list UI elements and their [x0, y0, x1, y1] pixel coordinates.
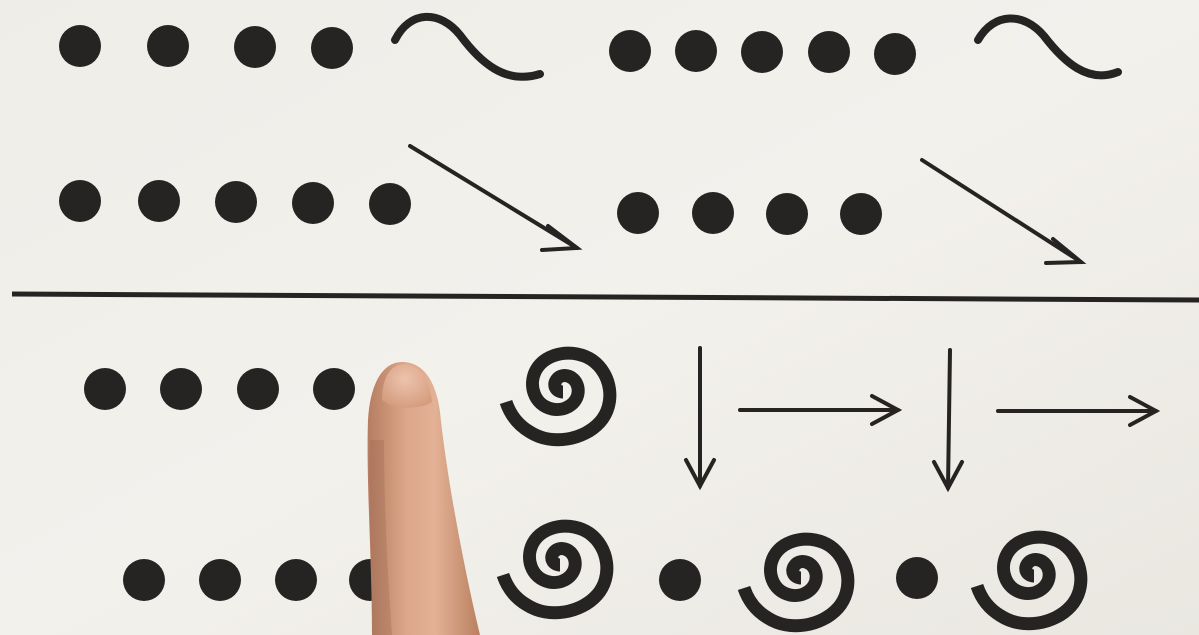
dot — [313, 368, 355, 410]
dot — [147, 25, 189, 67]
dot — [896, 557, 938, 599]
dot — [160, 368, 202, 410]
dot — [766, 193, 808, 235]
dot — [215, 181, 257, 223]
dot — [199, 559, 241, 601]
dot — [741, 31, 783, 73]
dot — [609, 30, 651, 72]
dot — [311, 27, 353, 69]
dot — [659, 559, 701, 601]
dot — [138, 180, 180, 222]
dot — [808, 31, 850, 73]
dot — [234, 26, 276, 68]
dot — [675, 30, 717, 72]
dot — [840, 193, 882, 235]
dot — [617, 192, 659, 234]
dot — [292, 182, 334, 224]
dot — [275, 559, 317, 601]
dot — [369, 183, 411, 225]
dot — [874, 33, 916, 75]
dot — [692, 192, 734, 234]
dot — [123, 559, 165, 601]
dot — [237, 368, 279, 410]
dot — [84, 368, 126, 410]
dot — [59, 25, 101, 67]
dot — [59, 180, 101, 222]
